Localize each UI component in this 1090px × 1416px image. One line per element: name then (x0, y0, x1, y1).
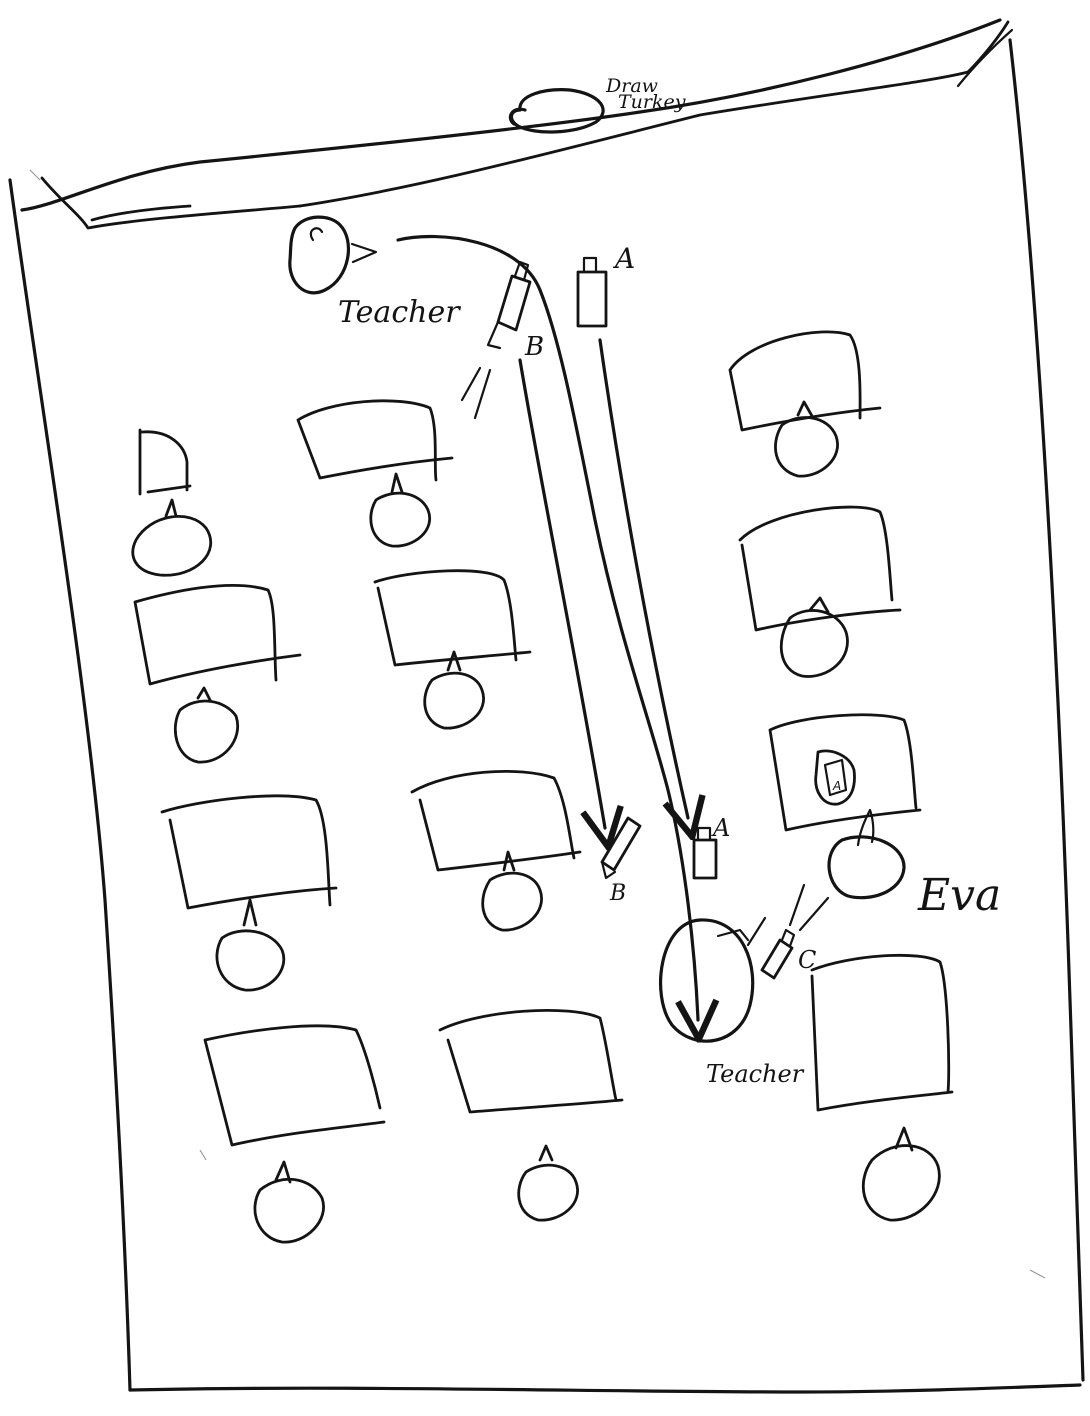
teacher-back-label: Teacher (706, 1060, 805, 1088)
desk (205, 1026, 384, 1145)
teacher-front: Teacher (290, 217, 461, 330)
teacher-back: Teacher (661, 920, 805, 1088)
desk (298, 401, 452, 480)
desk (140, 430, 190, 494)
board-note-line2: Turkey (618, 91, 686, 113)
student (371, 474, 430, 546)
paper-b-top-label: B (524, 332, 544, 362)
desk (730, 332, 880, 430)
paper-a-arrow (600, 340, 688, 818)
desk (812, 955, 952, 1110)
paper-b-bottom-label: B (609, 881, 626, 906)
student (425, 652, 484, 728)
paper-a-bottom: A (694, 814, 730, 878)
paper-a-top-label: A (612, 242, 635, 275)
room-outline (10, 20, 1083, 1392)
desk (412, 771, 580, 870)
paper-b-bottom: B (602, 818, 640, 906)
student (255, 1162, 324, 1242)
paper-b-arrow (520, 360, 605, 828)
student (175, 688, 237, 762)
teacher-path-arrow (398, 237, 698, 1020)
paper-a-top: A (578, 242, 635, 326)
desk-paper-label: A (832, 779, 841, 793)
student (863, 1128, 939, 1220)
teacher-front-label: Teacher (338, 295, 461, 330)
student-eva-label: Eva (917, 870, 1001, 921)
student (519, 1146, 578, 1220)
blackboard: Draw Turkey (42, 22, 1012, 228)
desk (770, 715, 920, 830)
desk-paper-stack: A (816, 751, 855, 804)
student-eva: Eva (829, 810, 1001, 921)
student (781, 598, 847, 676)
paper-b-top: B (462, 262, 544, 418)
student (217, 900, 284, 990)
desk (135, 585, 300, 684)
desk (162, 796, 336, 908)
paper-a-bottom-label: A (711, 814, 730, 842)
desk (440, 1010, 622, 1112)
desk (375, 571, 530, 665)
student (133, 500, 211, 575)
paper-c: C (748, 885, 828, 978)
